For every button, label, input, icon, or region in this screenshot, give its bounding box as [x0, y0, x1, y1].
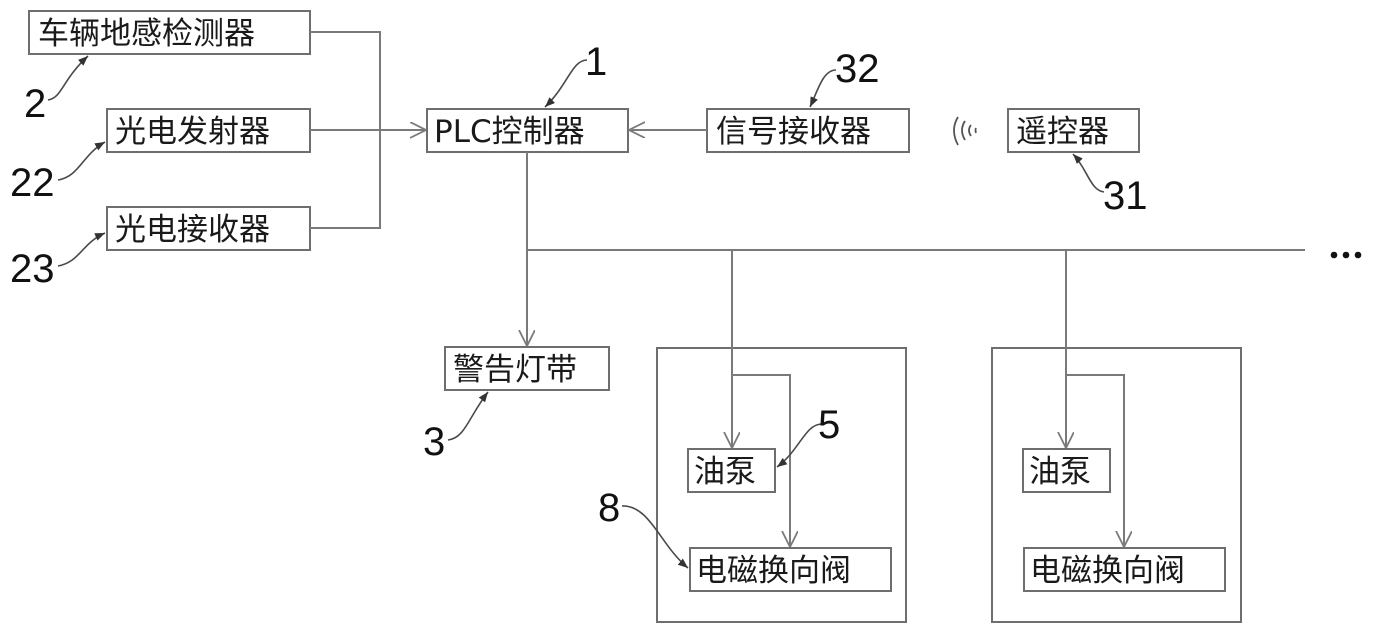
warning-light-block: 警告灯带 — [444, 346, 610, 391]
ref-numeral-5: 5 — [818, 403, 840, 447]
unit1-oil-pump-box — [687, 448, 776, 493]
unit2-solenoid-valve-box — [1023, 547, 1226, 592]
continuation-ellipsis — [1330, 251, 1362, 259]
photo-emitter-block: 光电发射器 — [106, 108, 311, 153]
leader-ref-31 — [1072, 153, 1105, 193]
leader-ref-32 — [809, 69, 837, 108]
unit2-solenoid-valve-label: 电磁换向阀 — [1030, 553, 1185, 589]
vehicle-sensor-block: 车辆地感检测器 — [28, 10, 311, 55]
hydraulic-unit-2-container — [991, 347, 1242, 623]
photo-receiver-block: 光电接收器 — [106, 206, 311, 251]
signal-receiver-label: 信号接收器 — [716, 114, 871, 150]
leader-ref-22 — [57, 141, 106, 181]
photo-emitter-label: 光电发射器 — [115, 114, 270, 150]
leader-ref-8 — [621, 505, 689, 569]
plc-controller-box — [426, 108, 629, 153]
ref-numeral-22: 22 — [10, 161, 55, 205]
unit2-oil-pump-block: 油泵 — [1022, 448, 1111, 493]
unit1-solenoid-valve-box — [689, 547, 892, 592]
wire-bus-to-unit1-valve — [732, 374, 790, 547]
ref-numeral-2: 2 — [24, 82, 46, 126]
photo-emitter-box — [106, 108, 311, 153]
leader-ref-3 — [447, 391, 489, 441]
plc-controller-label: PLC控制器 — [434, 114, 585, 150]
leader-ref-2 — [47, 55, 89, 101]
unit2-solenoid-valve-block: 电磁换向阀 — [1023, 547, 1226, 592]
vehicle-sensor-box — [28, 10, 311, 55]
plc-controller-block: PLC控制器 — [426, 108, 629, 153]
unit1-oil-pump-label: 油泵 — [694, 454, 756, 490]
signal-receiver-box — [706, 108, 910, 153]
remote-control-box — [1007, 108, 1140, 153]
leader-ref-1 — [544, 59, 588, 108]
warning-light-label: 警告灯带 — [453, 352, 577, 388]
ref-numeral-32: 32 — [835, 47, 880, 91]
photo-receiver-box — [106, 206, 311, 251]
signal-receiver-block: 信号接收器 — [706, 108, 910, 153]
ref-numeral-3: 3 — [423, 420, 445, 464]
unit2-oil-pump-label: 油泵 — [1029, 454, 1091, 490]
ref-numeral-31: 31 — [1103, 174, 1148, 218]
remote-control-block: 遥控器 — [1007, 108, 1140, 153]
wire-bus-to-unit2-valve — [1066, 374, 1124, 547]
warning-light-box — [444, 346, 610, 391]
unit1-solenoid-valve-block: 电磁换向阀 — [689, 547, 892, 592]
ref-numeral-1: 1 — [585, 40, 607, 84]
vehicle-sensor-label: 车辆地感检测器 — [38, 16, 255, 52]
ref-numeral-23: 23 — [10, 247, 55, 291]
remote-control-label: 遥控器 — [1016, 114, 1109, 150]
photo-receiver-label: 光电接收器 — [115, 212, 270, 248]
hydraulic-unit-1-container — [656, 347, 907, 623]
unit1-solenoid-valve-label: 电磁换向阀 — [696, 553, 851, 589]
leader-ref-23 — [57, 232, 106, 267]
ref-numeral-8: 8 — [598, 486, 620, 530]
unit1-oil-pump-block: 油泵 — [687, 448, 776, 493]
wireless-signal-icon — [953, 116, 977, 146]
unit2-oil-pump-box — [1022, 448, 1111, 493]
leader-ref-5 — [776, 423, 823, 468]
